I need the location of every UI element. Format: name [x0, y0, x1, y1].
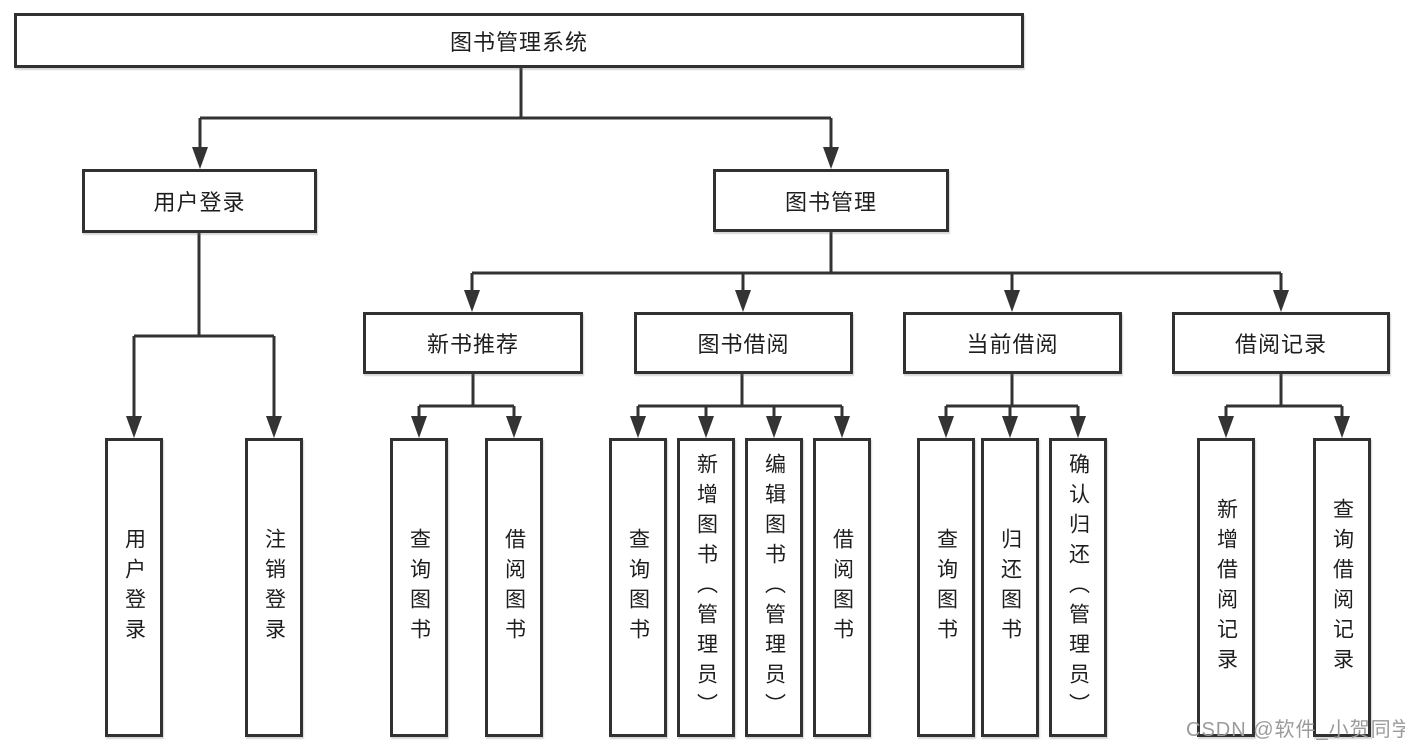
arrow-down-icon — [834, 416, 850, 438]
connector-root-level2 — [198, 68, 833, 150]
leaf-logout: 注销登录 — [245, 438, 303, 737]
arrow-down-icon — [506, 416, 522, 438]
arrowheads — [126, 147, 1350, 438]
node-root-library-system: 图书管理系统 — [14, 13, 1024, 68]
arrow-down-icon — [126, 416, 142, 438]
leaf-user-login: 用户登录 — [105, 438, 163, 737]
leaf-query-borrow-record: 查询借阅记录 — [1313, 438, 1371, 737]
leaf-add-borrow-record: 新增借阅记录 — [1197, 438, 1255, 737]
arrow-down-icon — [823, 147, 839, 169]
arrow-down-icon — [735, 290, 751, 312]
arrow-down-icon — [766, 416, 782, 438]
node-book-management: 图书管理 — [713, 169, 949, 232]
connector-borrow-record — [1224, 374, 1344, 420]
connector-new-book — [417, 374, 516, 420]
leaf-return-books: 归还图书 — [981, 438, 1039, 737]
arrow-down-icon — [1273, 290, 1289, 312]
arrow-down-icon — [192, 147, 208, 169]
leaf-borrow-books: 借阅图书 — [813, 438, 871, 737]
node-book-borrow: 图书借阅 — [634, 312, 853, 374]
arrow-down-icon — [1070, 416, 1086, 438]
leaf-query-books-recommend: 查询图书 — [390, 438, 448, 737]
leaf-confirm-return-admin: 确认归还（管理员） — [1049, 438, 1107, 737]
arrow-down-icon — [938, 416, 954, 438]
arrow-down-icon — [411, 416, 427, 438]
leaf-query-books-current: 查询图书 — [917, 438, 975, 737]
node-borrow-record: 借阅记录 — [1172, 312, 1390, 374]
leaf-borrow-books-recommend: 借阅图书 — [485, 438, 543, 737]
leaf-edit-books-admin: 编辑图书（管理员） — [745, 438, 803, 737]
node-user-login: 用户登录 — [82, 169, 317, 233]
arrow-down-icon — [1004, 290, 1020, 312]
connector-user-login — [132, 233, 276, 420]
connector-book-management — [470, 232, 1283, 294]
arrow-down-icon — [1334, 416, 1350, 438]
arrow-down-icon — [266, 416, 282, 438]
arrow-down-icon — [698, 416, 714, 438]
arrow-down-icon — [1002, 416, 1018, 438]
leaf-add-books-admin: 新增图书（管理员） — [677, 438, 735, 737]
node-new-book-recommend: 新书推荐 — [363, 312, 583, 374]
connector-book-borrow — [636, 374, 844, 420]
arrow-down-icon — [630, 416, 646, 438]
connector-current-borrow — [944, 374, 1080, 420]
leaf-query-books: 查询图书 — [609, 438, 667, 737]
csdn-watermark: CSDN @软件_小贺同学 — [1186, 719, 1405, 741]
arrow-down-icon — [1218, 416, 1234, 438]
arrow-down-icon — [464, 290, 480, 312]
node-current-borrow: 当前借阅 — [903, 312, 1122, 374]
